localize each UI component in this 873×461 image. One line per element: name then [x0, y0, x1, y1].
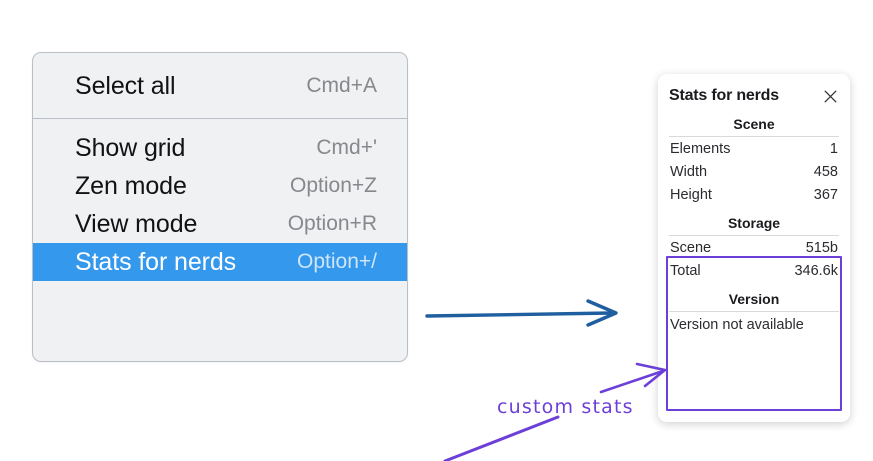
section-title-storage: Storage: [727, 215, 781, 231]
menu-divider: [33, 118, 407, 119]
menu-item-show-grid[interactable]: Show grid Cmd+': [33, 129, 407, 167]
section-rule: [669, 235, 839, 236]
section-title-version: Version: [728, 291, 780, 307]
stats-row-key: Total: [670, 263, 701, 279]
stats-row-storage-total: Total 346.6k: [669, 259, 839, 282]
menu-item-select-all[interactable]: Select all Cmd+A: [33, 67, 407, 105]
version-note: Version not available: [670, 317, 804, 333]
stats-row-value: 515b: [805, 240, 838, 256]
stats-row-value: 1: [829, 141, 838, 157]
stats-row-width: Width 458: [669, 160, 839, 183]
stats-row-key: Scene: [670, 240, 712, 256]
menu-group-1: Select all Cmd+A: [33, 53, 407, 118]
purple-arrow-annotation: [599, 362, 667, 394]
stats-for-nerds-panel: Stats for nerds Scene Elements 1 Width 4…: [658, 74, 850, 422]
blue-arrow-annotation: [425, 299, 618, 327]
stats-row-storage-scene: Scene 515b: [669, 236, 839, 259]
stats-row-value: 458: [813, 164, 838, 180]
menu-item-zen-mode[interactable]: Zen mode Option+Z: [33, 167, 407, 205]
menu-item-label: Select all: [75, 71, 176, 100]
stats-panel-header: Stats for nerds: [669, 74, 839, 107]
close-icon[interactable]: [821, 87, 839, 105]
menu-item-shortcut: Option+R: [287, 212, 377, 235]
section-rule: [669, 136, 839, 137]
section-title-scene: Scene: [733, 116, 775, 132]
custom-stats-annotation-label: custom stats: [497, 396, 634, 418]
stats-row-elements: Elements 1: [669, 137, 839, 160]
stats-row-key: Width: [670, 164, 708, 180]
purple-underline-annotation: [443, 415, 560, 461]
section-rule: [669, 311, 839, 312]
menu-item-shortcut: Cmd+A: [306, 74, 377, 97]
menu-item-label: View mode: [75, 209, 198, 238]
stats-row-value: 367: [813, 187, 838, 203]
stats-row-key: Height: [670, 187, 712, 203]
menu-item-label: Stats for nerds: [75, 247, 237, 276]
stats-panel-title: Stats for nerds: [669, 87, 779, 104]
context-menu[interactable]: Select all Cmd+A Show grid Cmd+' Zen mod…: [32, 52, 408, 362]
stats-row-value: 346.6k: [794, 263, 838, 279]
menu-item-stats-for-nerds[interactable]: Stats for nerds Option+/: [33, 243, 407, 281]
menu-item-shortcut: Option+Z: [290, 174, 377, 197]
menu-item-label: Zen mode: [75, 171, 187, 200]
stats-row-height: Height 367: [669, 183, 839, 206]
menu-group-2: Show grid Cmd+' Zen mode Option+Z View m…: [33, 119, 407, 291]
menu-item-shortcut: Cmd+': [316, 136, 377, 159]
stats-row-key: Elements: [670, 141, 731, 157]
menu-item-label: Show grid: [75, 133, 186, 162]
menu-item-shortcut: Option+/: [297, 250, 377, 273]
menu-item-view-mode[interactable]: View mode Option+R: [33, 205, 407, 243]
